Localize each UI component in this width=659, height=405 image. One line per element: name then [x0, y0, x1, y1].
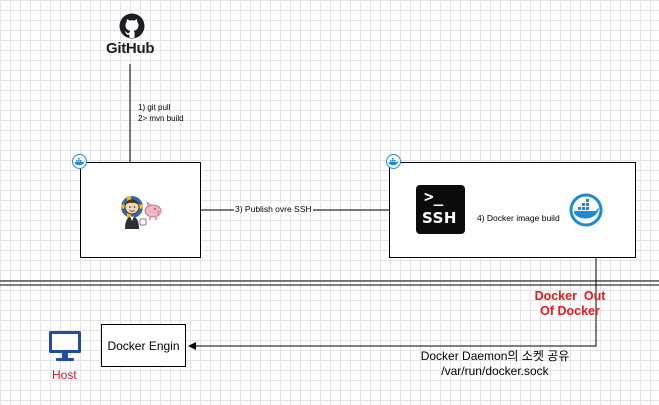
- ssh-prompt-glyph: >_: [424, 187, 444, 206]
- ssh-text-glyph: SSH: [422, 209, 457, 227]
- docker-whale-icon: [569, 193, 603, 227]
- jenkins-container-box[interactable]: [80, 162, 201, 258]
- step-git-pull-line: 1) git pull: [138, 103, 171, 112]
- socket-share-label: Docker Daemon의 소켓 공유 /var/run/docker.soc…: [390, 349, 600, 379]
- step-git-pull-label: 1) git pull 2> mvn build: [138, 102, 184, 124]
- host-separator: [0, 280, 659, 286]
- monitor-icon: [49, 331, 81, 361]
- docker-out-line: Docker Out: [534, 289, 606, 303]
- github-icon: [119, 13, 145, 39]
- host-node[interactable]: Host: [40, 330, 90, 382]
- step-mvn-build-line: 2> mvn build: [138, 114, 184, 123]
- docker-engine-label: Docker Engin: [107, 338, 180, 353]
- docker-badge-icon: [386, 154, 401, 169]
- jenkins-icon: [121, 196, 162, 229]
- github-node[interactable]: GitHub: [104, 13, 160, 63]
- host-label: Host: [52, 368, 77, 382]
- edge-docker-to-engine: [188, 226, 597, 350]
- docker-node[interactable]: [568, 192, 604, 228]
- step-publish-ssh-label: 3) Publish ovre SSH: [234, 204, 313, 214]
- docker-engine-box[interactable]: Docker Engin: [101, 324, 186, 367]
- ssh-node[interactable]: >_ SSH: [416, 185, 465, 234]
- docker-badge-icon: [72, 154, 87, 169]
- docker-out-of-docker-label: Docker Out Of Docker: [520, 289, 620, 319]
- docker-sock-path: /var/run/docker.sock: [441, 364, 549, 378]
- jenkins-node[interactable]: [112, 191, 168, 231]
- socket-share-line: Docker Daemon의 소켓 공유: [420, 349, 570, 363]
- of-docker-line: Of Docker: [540, 304, 600, 318]
- docker-container-box[interactable]: [389, 162, 636, 258]
- github-label: GitHub: [106, 40, 155, 57]
- step-docker-image-build-label: 4) Docker image build: [477, 213, 560, 223]
